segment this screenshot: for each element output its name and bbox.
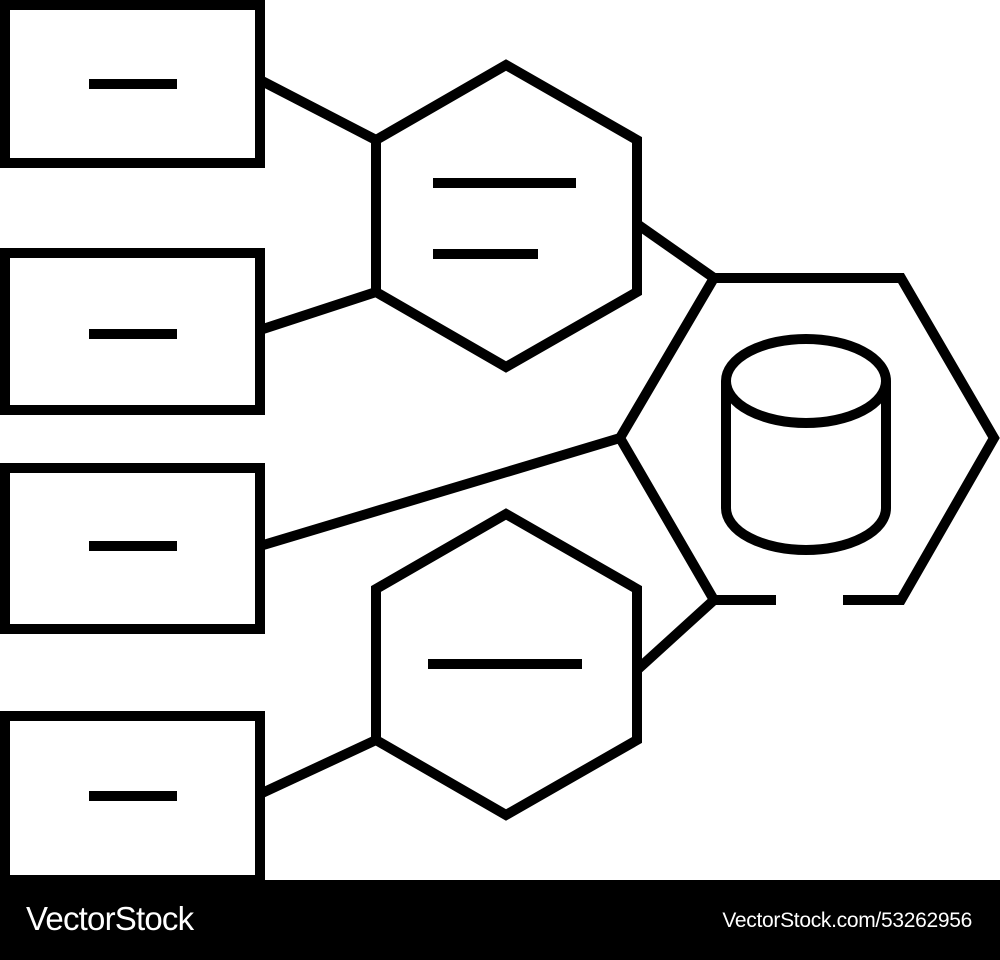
connector-box4-to-lower-hex: [257, 735, 379, 799]
lower-process-hexagon: [371, 508, 642, 821]
watermark-url: VectorStock.com/53262956: [722, 909, 972, 932]
watermark-brand: VectorStock: [26, 900, 194, 937]
connector-box2-to-upper-hex: [258, 287, 378, 335]
connector-box3-to-database-hex: [258, 433, 622, 551]
upper-process-hexagon: [371, 59, 642, 373]
source-box-2: [0, 248, 265, 415]
connector-box1-to-upper-hex: [257, 75, 379, 145]
connector-lower-hex-to-database-hex: [633, 596, 718, 674]
database-hexagon: [614, 273, 1000, 605]
database-cylinder-body: [721, 381, 891, 555]
database-cylinder-top: [721, 334, 891, 428]
source-box-3: [0, 463, 265, 634]
watermark-bar: [0, 880, 1000, 960]
connector-upper-hex-to-database-hex: [634, 219, 717, 283]
